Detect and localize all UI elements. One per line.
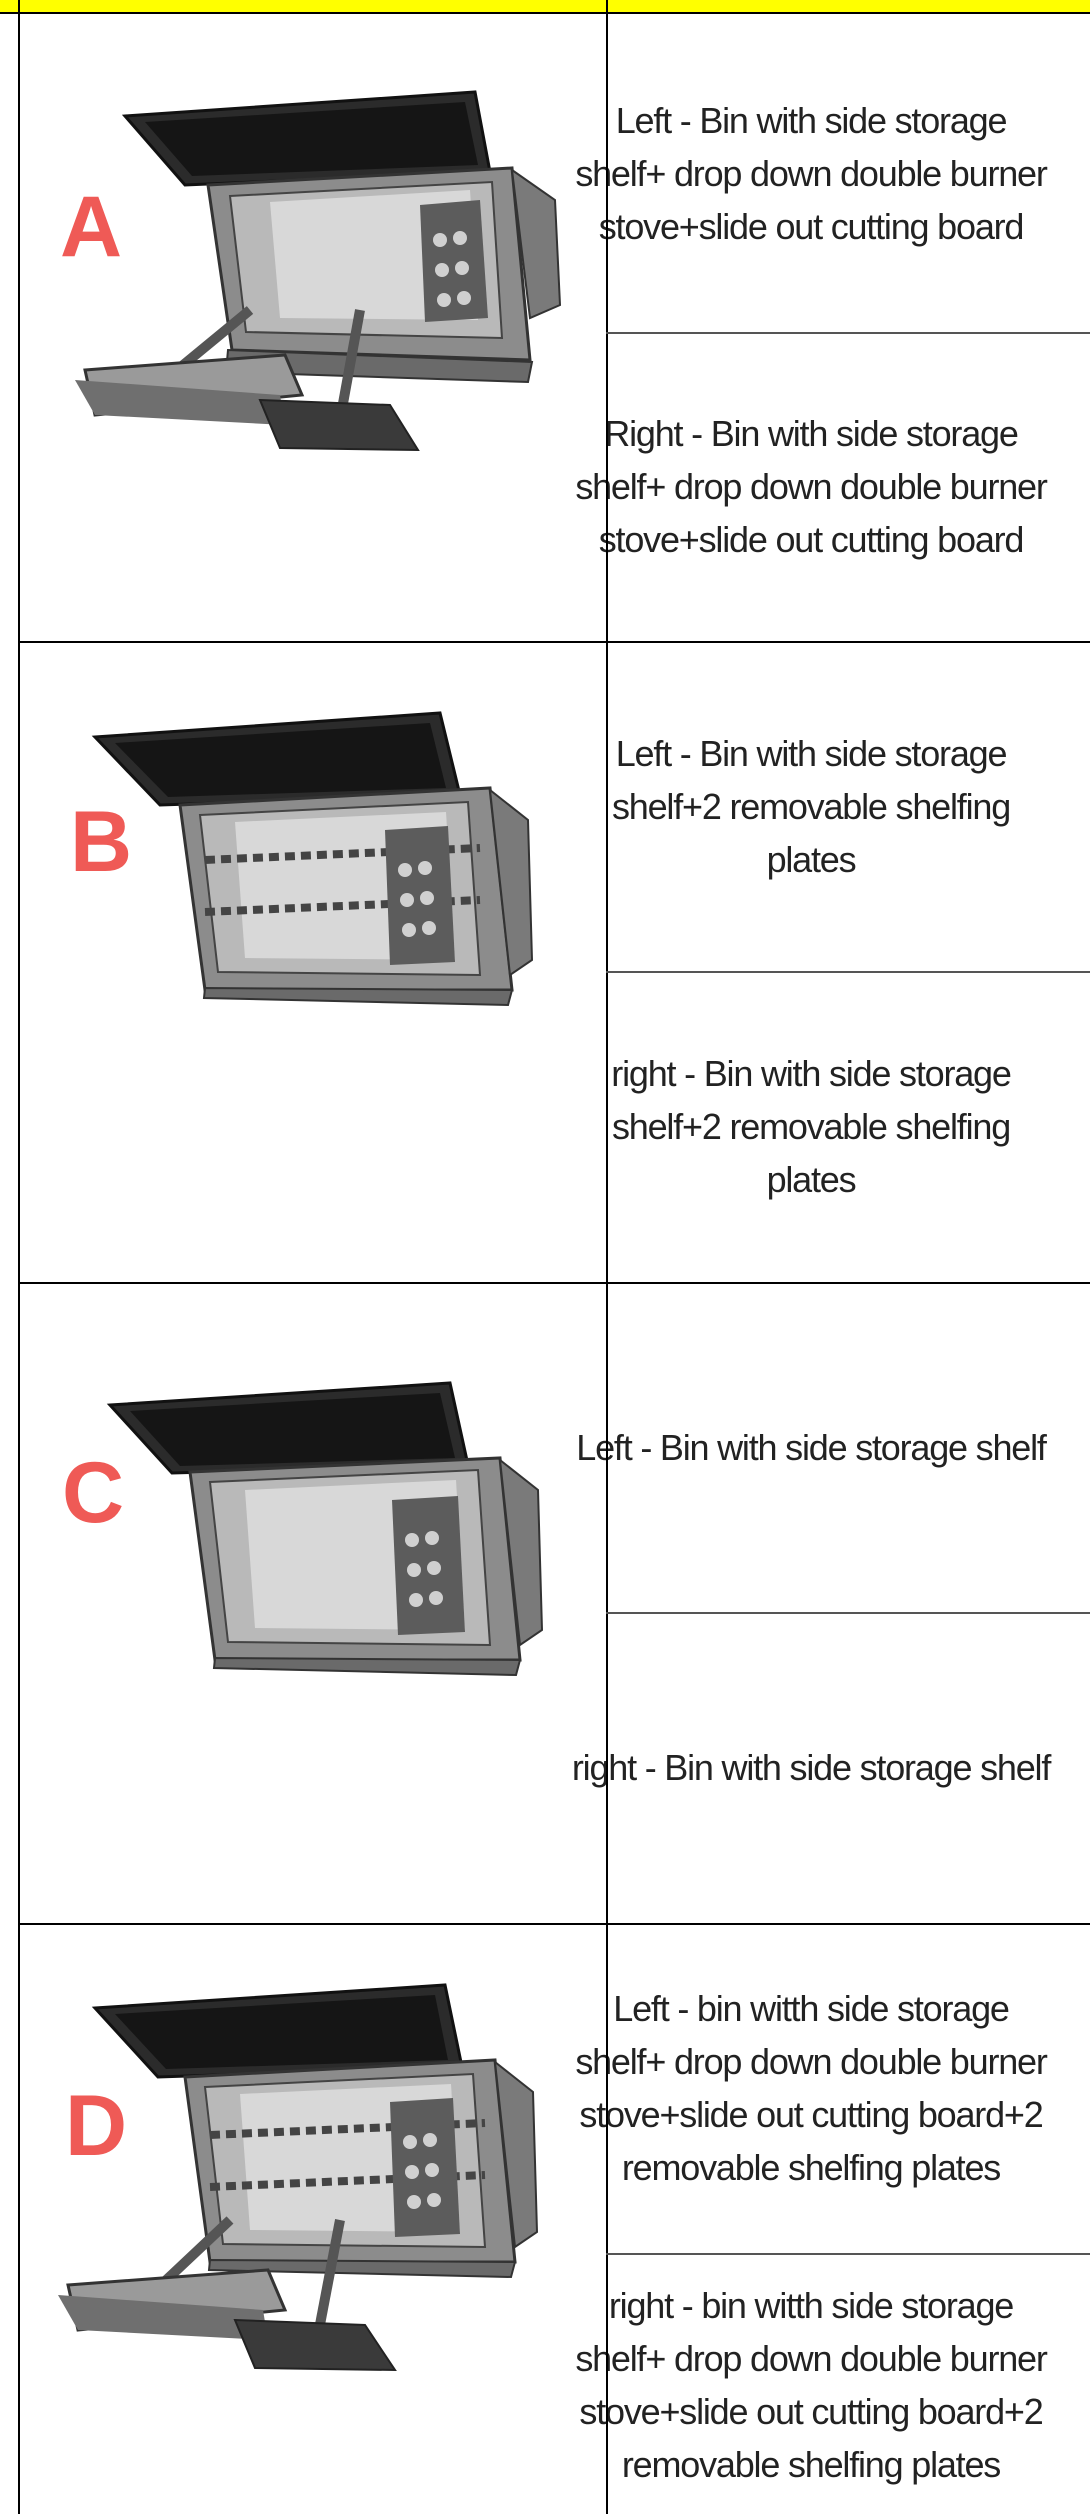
row-letter-a: A — [60, 179, 123, 275]
row-letter-c: C — [62, 1445, 125, 1541]
grid-left-border — [18, 0, 20, 2514]
row-a-right-cell[interactable]: Right - Bin with side storage shelf+ dro… — [575, 332, 1090, 641]
grid-subrow-divider-a — [606, 332, 1090, 334]
grid-column-divider — [606, 0, 608, 2514]
row-b-right-cell[interactable]: right - Bin with side storage shelf+2 re… — [608, 971, 1090, 1282]
row-a-left-text: Left - Bin with side storage shelf+ drop… — [575, 99, 1048, 247]
grid-subrow-divider-c — [606, 1612, 1090, 1614]
row-c-image-cell[interactable]: C — [20, 1282, 606, 1923]
grid-row-divider-bc — [18, 1282, 1090, 1284]
row-c-right-text: right - Bin with side storage shelf — [571, 1747, 1051, 1788]
row-c-left-cell[interactable]: Left - Bin with side storage shelf — [576, 1282, 1090, 1612]
row-b-left-cell[interactable]: Left - Bin with side storage shelf+2 rem… — [608, 641, 1090, 971]
row-b-left-text: Left - Bin with side storage shelf+2 rem… — [611, 732, 1011, 880]
row-d-left-text: Left - bin witth side storage shelf+ dro… — [575, 1988, 1048, 2188]
grid-row-divider-ab — [18, 641, 1090, 643]
bin-stove-shelving-illustration-d — [58, 1983, 539, 2372]
row-a-right-text: Right - Bin with side storage shelf+ dro… — [575, 413, 1048, 560]
row-c-left-text: Left - Bin with side storage shelf — [576, 1426, 1047, 1468]
row-letter-b: B — [70, 794, 133, 890]
row-d-right-cell[interactable]: right - bin witth side storage shelf+ dr… — [575, 2253, 1090, 2514]
row-d-image-cell[interactable]: D — [20, 1923, 606, 2514]
row-b-right-text: right - Bin with side storage shelf+2 re… — [611, 1053, 1012, 1200]
grid-subrow-divider-b — [606, 971, 1090, 973]
grid-subrow-divider-d — [606, 2253, 1090, 2255]
row-a-image-cell[interactable]: A — [20, 14, 606, 641]
row-a-left-cell[interactable]: Left - Bin with side storage shelf+ drop… — [575, 14, 1090, 332]
bin-stove-illustration-a — [75, 90, 562, 452]
bin-shelving-illustration-b — [91, 711, 534, 1007]
row-c-right-cell[interactable]: right - Bin with side storage shelf — [572, 1612, 1090, 1923]
row-letter-d: D — [65, 2078, 128, 2174]
row-b-image-cell[interactable]: B — [20, 641, 606, 1282]
row-d-right-text: right - bin witth side storage shelf+ dr… — [575, 2285, 1048, 2485]
row-d-left-cell[interactable]: Left - bin witth side storage shelf+ dro… — [575, 1923, 1090, 2253]
grid-row-divider-cd — [18, 1923, 1090, 1925]
bin-storage-illustration-c — [106, 1381, 544, 1677]
